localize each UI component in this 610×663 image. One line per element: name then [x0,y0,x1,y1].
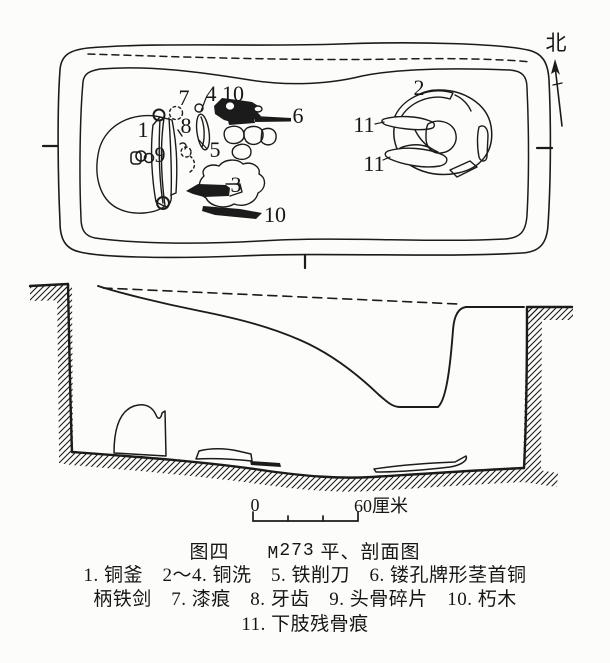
sword-blade [255,116,291,122]
lacquer-trace-arc [189,155,196,173]
plan-label-10b: 10 [264,202,286,227]
north-arrow-crossbar [552,82,563,86]
artifact-cluster-east [374,89,493,178]
sword-guard-ring [253,105,263,113]
plank-ring-bottom [156,196,170,210]
plan-label-7: 7 [179,85,190,110]
basin-2-inner-lines [399,129,439,153]
scale-bar: 0 60厘米 [251,495,408,522]
figure-number: 图四 [189,542,230,563]
plan-view: 1 7 4 10 6 8 9 5 3 10 2 11 11 [41,42,554,270]
plan-label-10a: 10 [222,81,244,106]
small-blob-c [231,143,252,161]
plan-label-6: 6 [293,103,304,128]
teeth-mark [194,103,204,113]
basin-3-dark-bar [186,184,230,197]
plan-label-5: 5 [210,137,221,162]
skull-fragment-a [135,150,147,162]
section-hatching [30,285,573,492]
label-5-leader [198,139,208,150]
plan-label-2: 2 [414,75,425,100]
basin-3-bar-extension [225,183,243,197]
basin-2-foot-shape [449,160,478,178]
basin-4-inner-line [200,116,205,148]
pit-ledge-dashed-line [87,53,532,63]
figure-title-suffix: 平、剖面图 [320,542,421,563]
section-low-object [195,448,253,462]
leg-bone-upper [381,115,436,131]
figure-title: 图四 M273 平、剖面图 [0,537,610,564]
hatch-floor [59,449,558,492]
label-4-leader [200,97,207,112]
plank-ring-top [152,108,166,122]
sword-pommel-ring [224,100,236,112]
tomb-id-number: 273 [279,541,315,561]
section-pit-outline [28,282,574,479]
tomb-id-prefix: M [267,544,280,564]
bronze-cauldron-plan [96,114,166,214]
north-arrow-shaft [554,65,563,127]
hatch-surface-east [527,307,573,320]
section-surface-west [28,282,70,288]
pit-inner-outline [79,67,530,244]
artifact-cluster-west [96,97,291,219]
tomb-pit-outlines [57,42,552,259]
fill-dashed-line [102,287,459,305]
small-blob-a [223,125,245,145]
basin-3-cloud-outline [198,159,266,208]
north-arrow: 北 [546,31,567,127]
sword-hilt [226,109,255,125]
section-floor [70,450,526,479]
leg-bone-lower [384,147,448,168]
section-dark-smudge [250,461,281,467]
scale-bar-max: 60厘米 [354,496,408,516]
debris-strokes [177,129,187,150]
scale-bar-ticks [252,511,359,522]
section-wall-east [522,306,529,470]
section-floor-objects [113,403,468,473]
skull-fragment-block [130,151,142,165]
basin-2-right-lens [476,125,489,162]
plan-label-11a: 11 [353,112,374,137]
pit-outer-outline [57,42,552,259]
plan-label-9: 9 [155,142,166,167]
legend-line-1: 1. 铜釜 2～4. 铜洗 5. 铁削刀 6. 镂孔牌形茎首铜 [83,565,527,586]
section-fill-lines [97,285,525,408]
plan-label-8: 8 [181,113,192,138]
small-blob-d [260,127,277,146]
north-arrow-head [551,59,560,75]
bronze-basin-4 [195,113,211,151]
legend-line-2: 柄铁剑 7. 漆痕 8. 牙齿 9. 头骨碎片 10. 朽木 [93,589,517,610]
section-thin-dish [373,455,468,473]
section-cauldron-dome [113,403,167,457]
plan-label-4: 4 [206,81,217,106]
fill-profile-curve [97,285,525,408]
rotten-wood-lower [202,206,262,219]
wood-plank-outline [150,116,178,208]
lacquer-trace-circle [168,105,184,121]
section-line-markers [41,144,554,270]
basin-2-inner-blob [425,120,457,154]
north-label: 北 [546,31,567,55]
section-view [28,282,574,492]
plan-label-11b: 11 [363,151,384,176]
basin-2-rim-arc [454,94,472,112]
plan-label-3: 3 [231,172,242,197]
label-11-upper-leader [374,121,385,125]
plan-label-1: 1 [138,117,149,142]
label-11-lower-leader [382,156,391,161]
scale-bar-zero: 0 [251,495,260,515]
skull-fragment-b [143,152,155,164]
section-wall-west [66,282,74,454]
legend-line-3: 11. 下肢残骨痕 [241,614,369,635]
plan-labels: 1 7 4 10 6 8 9 5 3 10 2 11 11 [138,75,425,227]
small-blob-b [243,125,264,146]
